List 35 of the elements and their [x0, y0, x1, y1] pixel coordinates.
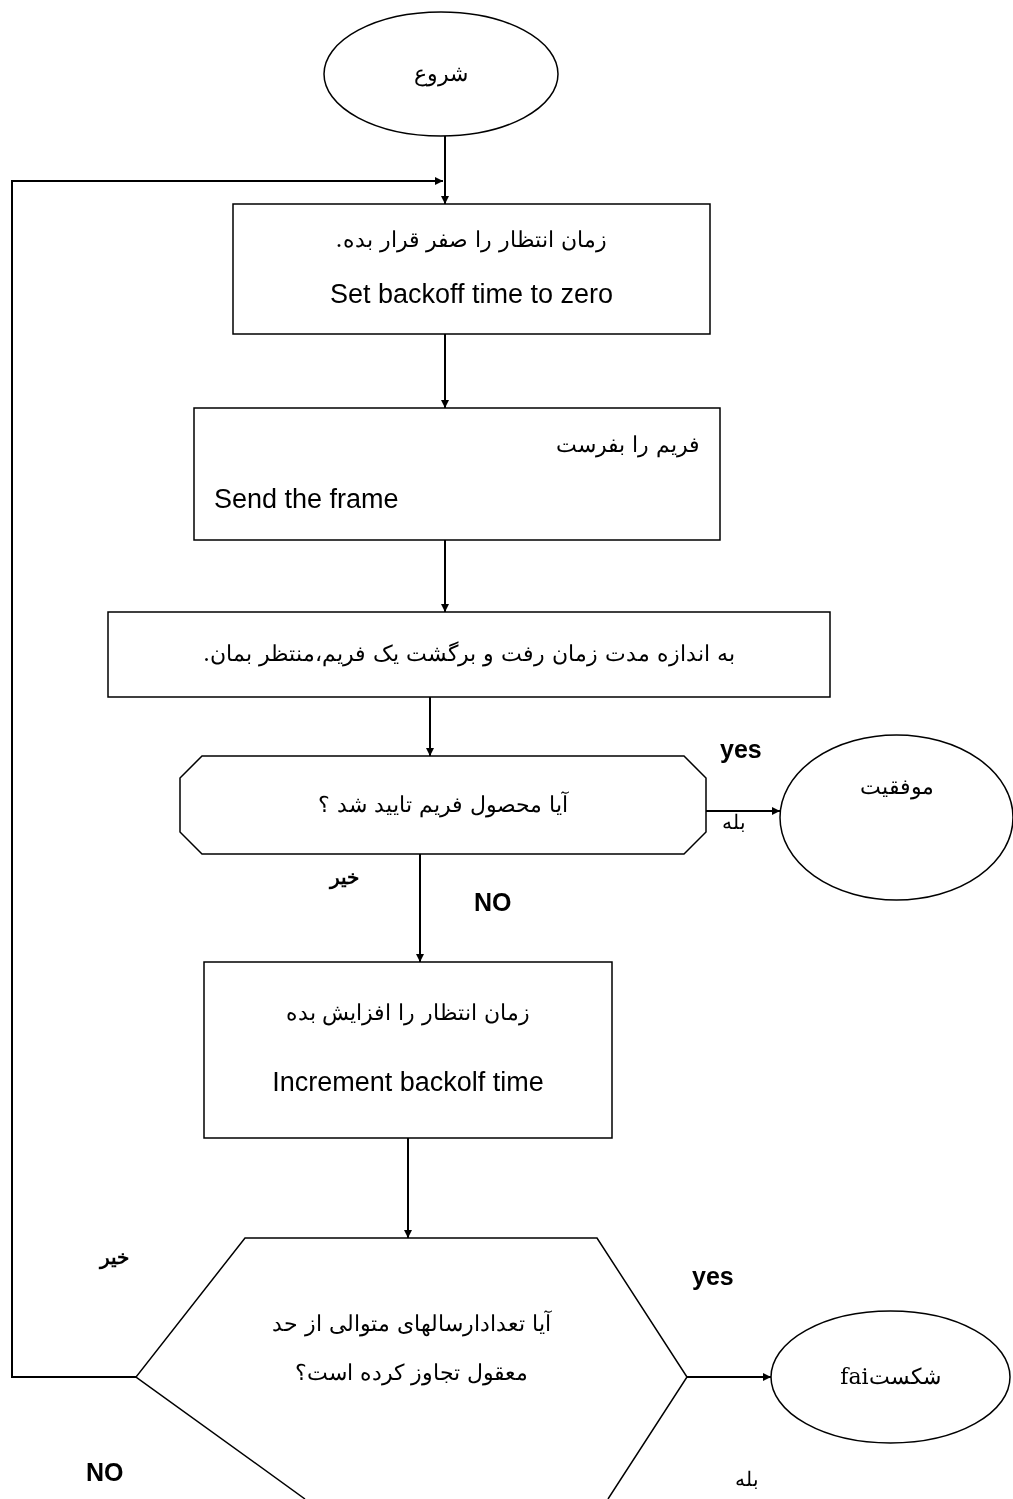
arrow — [11, 177, 444, 1378]
arrow — [416, 853, 424, 963]
persian-text: شروع — [414, 59, 468, 89]
english-text: Send the frame — [214, 483, 399, 517]
persian-text: آیا محصول فریم تایید شد ؟ — [318, 790, 568, 820]
persian-text: به اندازه مدت زمان رفت و برگشت یک فریم،منتظر بمان. — [203, 640, 735, 669]
branch-label: خیر — [100, 1245, 129, 1269]
arrow — [686, 1373, 772, 1381]
decision-hexagon — [136, 1238, 687, 1499]
branch-label: NO — [86, 1458, 124, 1487]
english-text: Increment backolf time — [272, 1066, 544, 1100]
persian-text: موفقیت — [859, 773, 934, 802]
persian-text: زمان انتظار را افزایش بده — [285, 999, 531, 1028]
branch-label: بله — [735, 1467, 759, 1491]
branch-label: خیر — [330, 865, 359, 889]
branch-label: yes — [720, 735, 762, 764]
english-text: Set backoff time to zero — [329, 277, 614, 311]
arrow — [426, 696, 434, 757]
arrow — [404, 1137, 412, 1239]
arrow — [441, 539, 449, 613]
start-ellipse — [324, 12, 558, 136]
process-box — [194, 408, 720, 540]
persian-text: فریم را بفرست — [556, 430, 700, 460]
persian-text: شکستfai — [840, 1362, 941, 1391]
process-box — [233, 204, 710, 334]
end-ellipse — [771, 1311, 1010, 1443]
branch-label: بله — [722, 810, 746, 834]
process-box — [108, 612, 830, 697]
arrow — [441, 135, 449, 205]
process-box — [204, 962, 612, 1138]
arrow — [441, 333, 449, 409]
persian-text: زمان انتظار را صفر قرار بده. — [335, 226, 608, 255]
branch-label: yes — [692, 1262, 734, 1291]
persian-text: آیا تعدادارسالهای متوالی از حد معقول تجاوز کرده است؟ — [271, 1309, 553, 1388]
branch-label: NO — [474, 888, 512, 917]
